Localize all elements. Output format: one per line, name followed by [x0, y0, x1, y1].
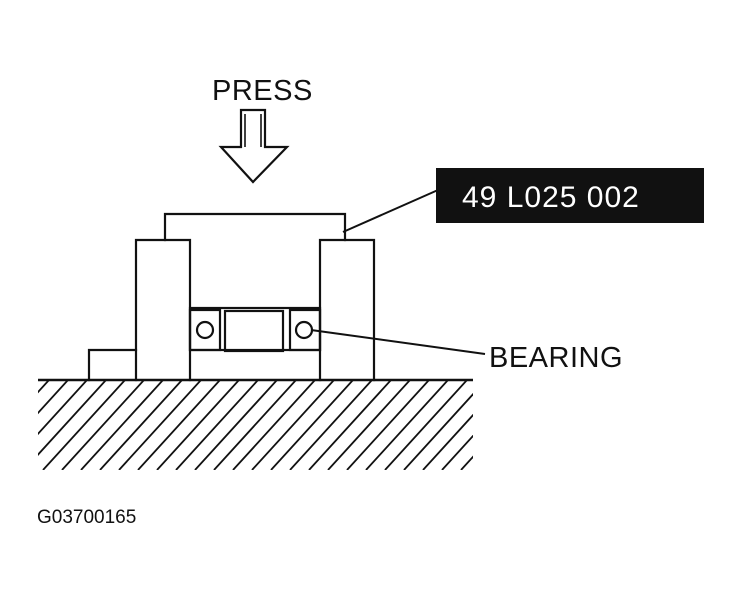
hatch-line [99, 380, 183, 470]
hatch-line [42, 380, 126, 470]
hatch-line [38, 380, 88, 436]
hatch-line [308, 380, 392, 470]
tool-number-label: 49 L025 002 [462, 181, 640, 214]
hatch-line [38, 380, 50, 394]
tool-leader-line [342, 189, 439, 233]
hatch-line [460, 455, 473, 470]
hatch-line [251, 380, 335, 470]
ground [0, 378, 473, 470]
hatch-line [441, 434, 473, 470]
press-label: PRESS [212, 75, 313, 107]
hatch-line [61, 380, 145, 470]
bearing-left-race [188, 308, 222, 352]
hatch-line [213, 380, 297, 470]
bearing-right-race [288, 308, 322, 352]
figure-id: G03700165 [37, 507, 136, 528]
hatch-line [346, 380, 430, 470]
hatch-line [118, 380, 202, 470]
bearing [188, 306, 322, 353]
bearing-label: BEARING [489, 342, 623, 374]
ground-hatching [0, 380, 473, 470]
hatch-line [365, 380, 449, 470]
bearing-inner-race [223, 309, 285, 353]
hatch-line [38, 380, 69, 415]
hatch-line [403, 392, 473, 470]
hatch-line [270, 380, 354, 470]
hatch-line [80, 380, 164, 470]
press-tool [87, 212, 376, 382]
bearing-right-ball [294, 320, 314, 340]
hatch-line [38, 380, 107, 456]
hatch-line [327, 380, 411, 470]
bearing-left-ball [195, 320, 215, 340]
hatch-line [289, 380, 373, 470]
hatch-line [384, 380, 468, 470]
hatch-line [137, 380, 221, 470]
hatch-line [194, 380, 278, 470]
hatch-line [175, 380, 259, 470]
hatch-line [232, 380, 316, 470]
hatch-line [422, 413, 473, 470]
press-arrow [218, 108, 290, 184]
bearing-leader-line [310, 329, 486, 355]
tool-number-callout [436, 168, 704, 223]
hatch-line [156, 380, 240, 470]
hatch-line [0, 380, 30, 470]
